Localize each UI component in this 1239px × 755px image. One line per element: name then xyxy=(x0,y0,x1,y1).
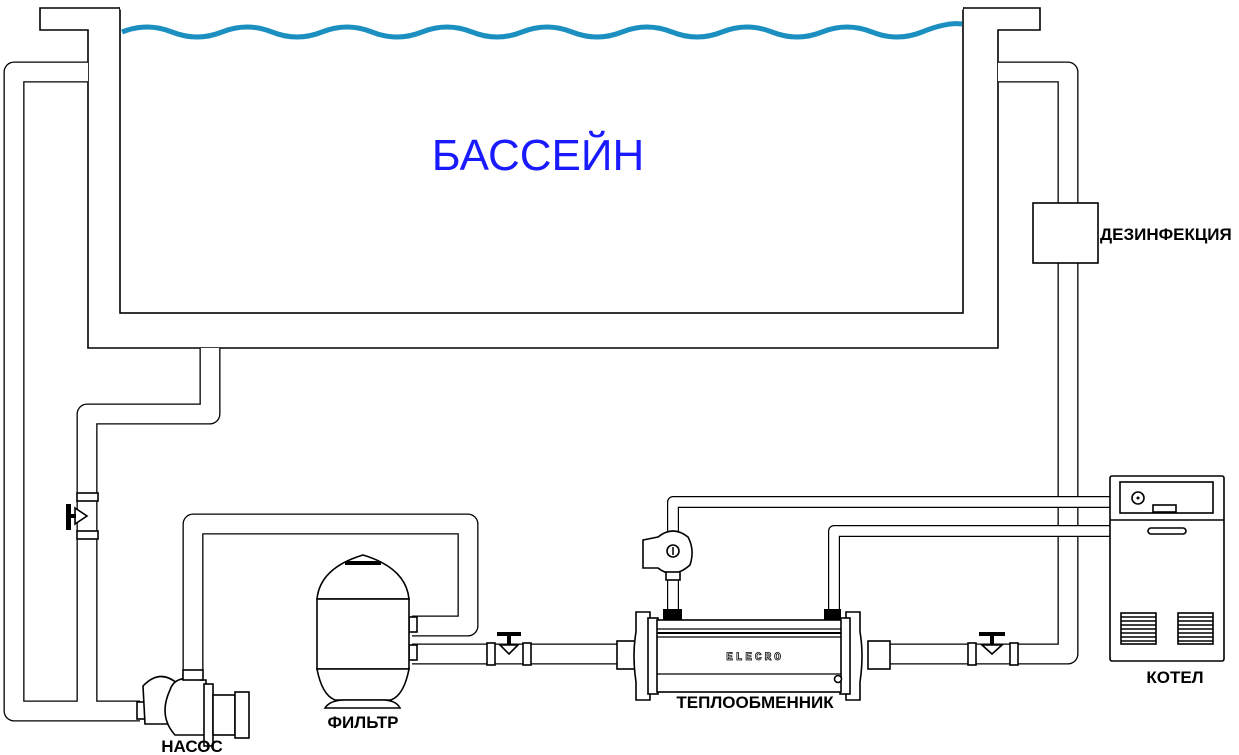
pump-label: НАСОС xyxy=(161,737,222,755)
disinfection-unit: ДЕЗИНФЕКЦИЯ xyxy=(1032,202,1232,264)
boiler: КОТЕЛ xyxy=(1109,475,1225,687)
heat-exchanger-brand: ELECRO xyxy=(726,652,784,664)
valve-suction[interactable] xyxy=(66,492,99,540)
boiler-label: КОТЕЛ xyxy=(1146,668,1203,687)
pump: НАСОС xyxy=(136,669,250,755)
water-surface xyxy=(121,21,963,40)
heat-exchanger: ELECRO ТЕПЛООБМЕННИК xyxy=(616,609,891,712)
filter-label: ФИЛЬТР xyxy=(328,713,399,732)
valve-filter-outlet[interactable] xyxy=(486,632,532,666)
valve-return[interactable] xyxy=(967,632,1019,666)
heat-exchanger-label: ТЕПЛООБМЕННИК xyxy=(676,693,834,712)
pool: БАССЕЙН xyxy=(39,6,1041,349)
sand-filter: ФИЛЬТР xyxy=(316,554,418,732)
disinfection-label: ДЕЗИНФЕКЦИЯ xyxy=(1100,225,1232,244)
circulation-pump xyxy=(642,530,693,581)
pool-label: БАССЕЙН xyxy=(432,129,645,180)
boiler-vents xyxy=(1120,612,1214,645)
